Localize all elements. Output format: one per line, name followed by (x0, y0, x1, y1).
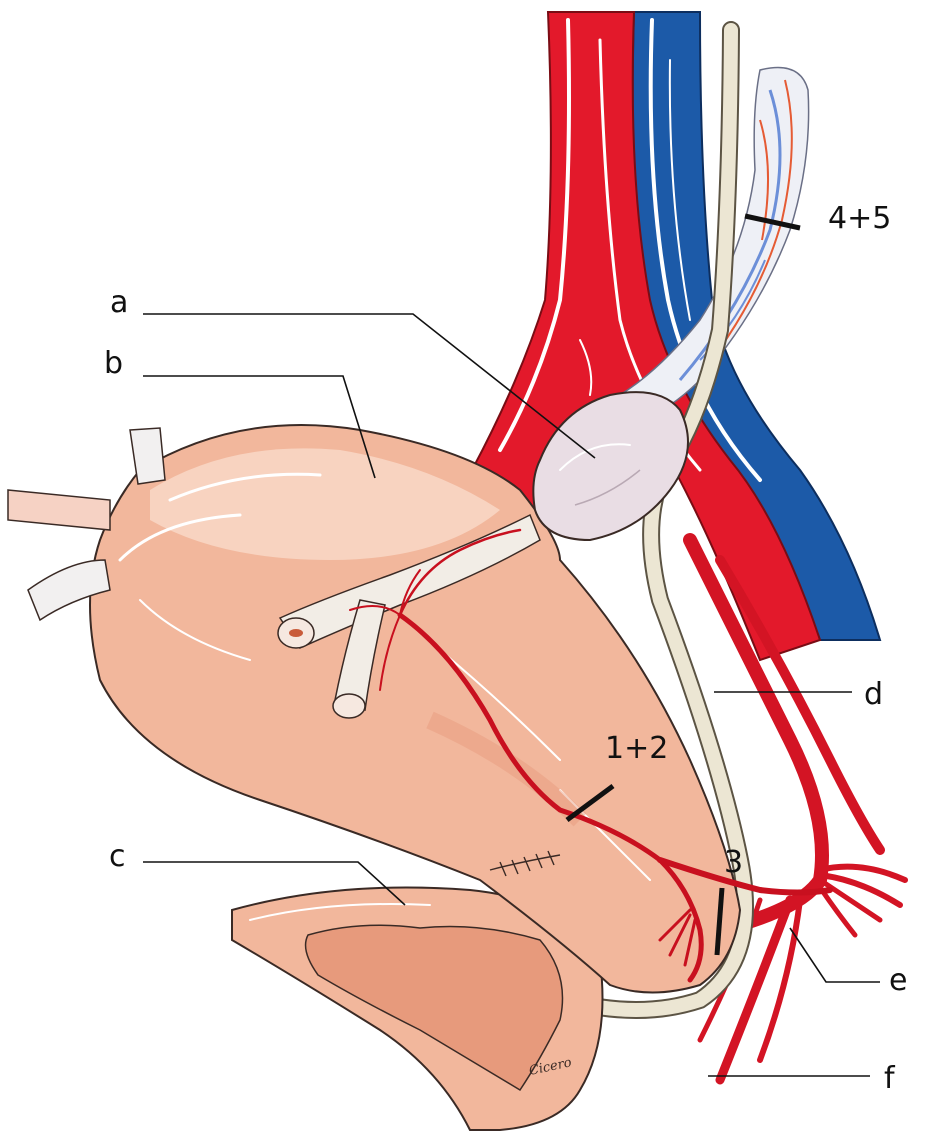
label-d: d (864, 677, 883, 712)
label-cut-4-5: 4+5 (828, 201, 891, 236)
label-cut-3: 3 (724, 845, 743, 880)
leader-line-e (790, 928, 880, 982)
label-cut-1-2: 1+2 (605, 731, 668, 766)
label-f: f (884, 1061, 896, 1096)
label-a: a (110, 285, 128, 320)
label-e: e (889, 963, 907, 998)
label-c: c (109, 839, 126, 874)
label-b: b (104, 346, 123, 381)
